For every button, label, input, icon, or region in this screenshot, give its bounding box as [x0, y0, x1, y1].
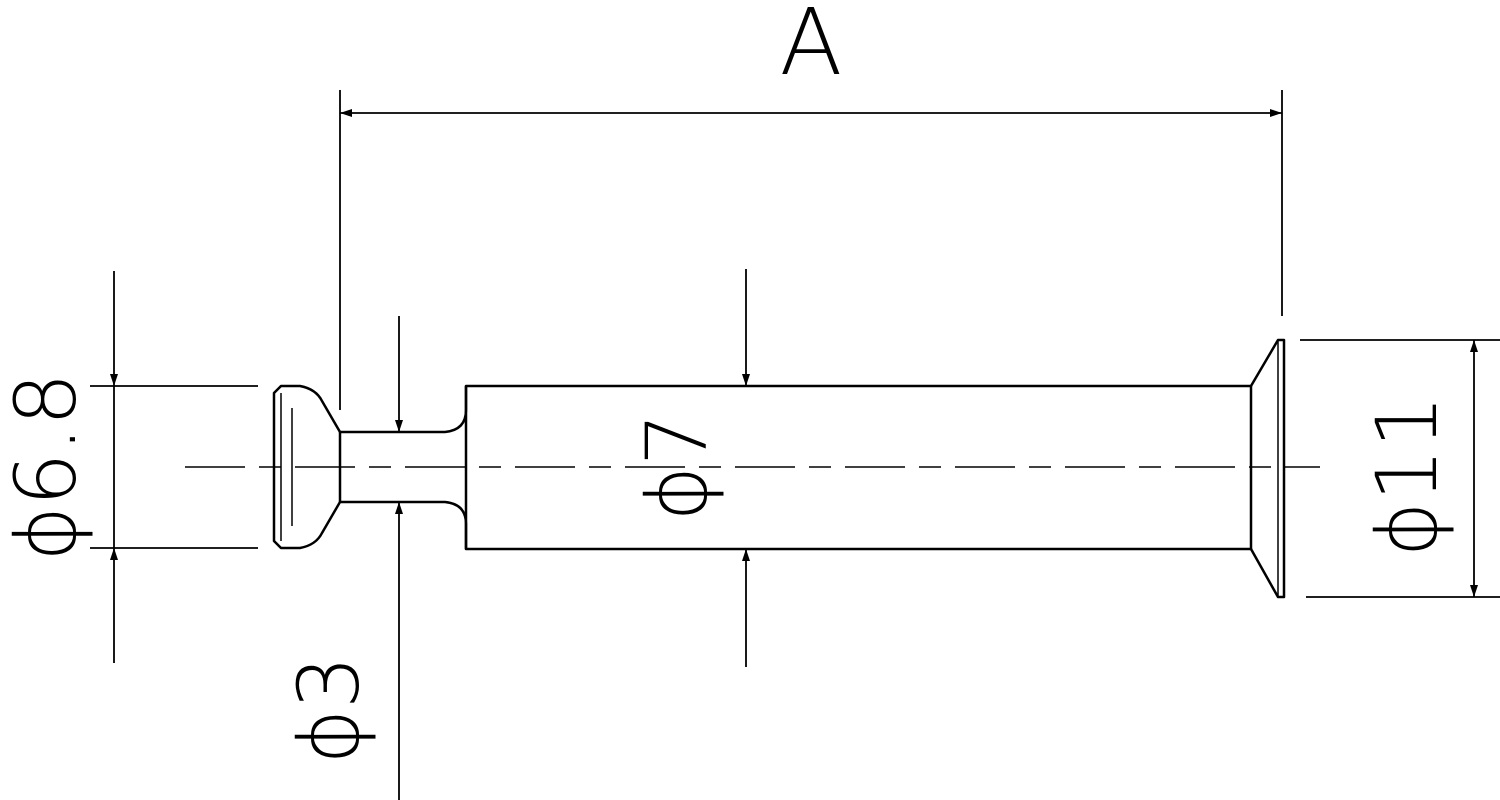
dimension-label-head-diameter: ϕ6.8: [0, 373, 95, 562]
dimension-label-body-diameter: ϕ7: [628, 413, 726, 522]
dimension-label-flange-diameter: ϕ11: [1358, 395, 1456, 557]
dimension-label-neck-diameter: ϕ3: [280, 656, 378, 765]
flange-outline: [1249, 338, 1286, 599]
dimension-label-a: A: [780, 0, 843, 96]
head-outline: [272, 384, 342, 550]
